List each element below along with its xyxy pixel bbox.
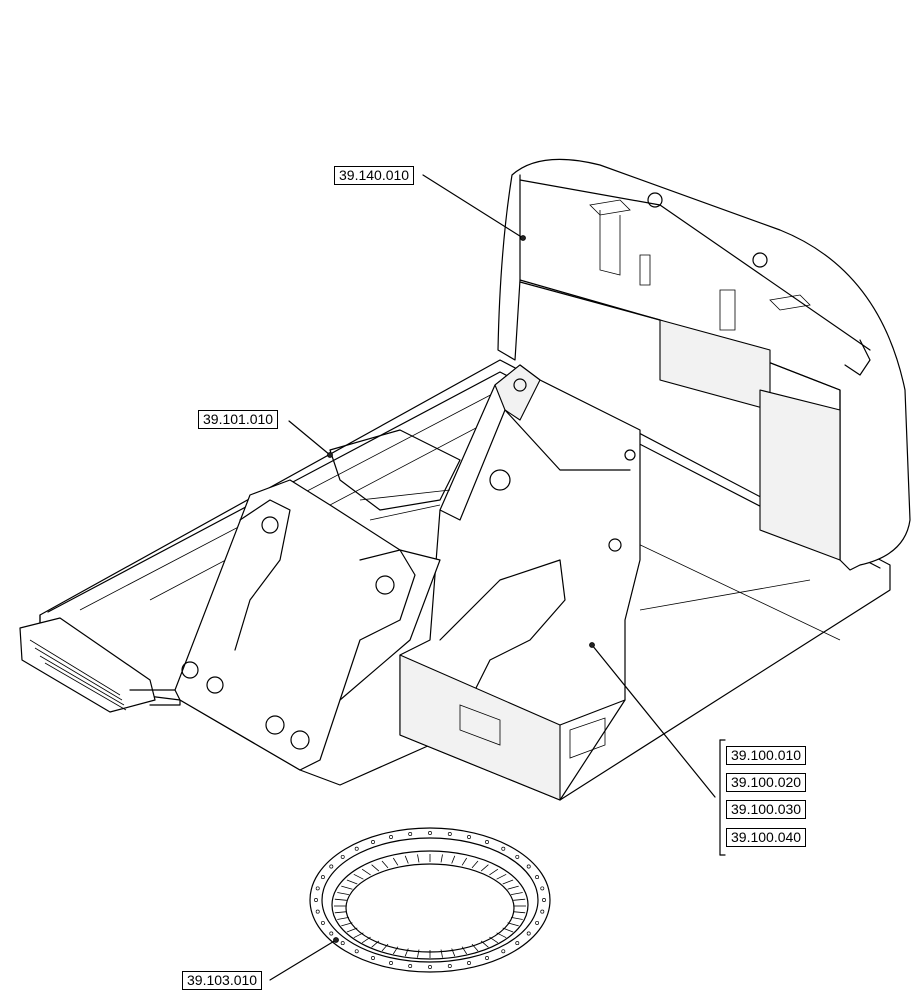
gear-tooth: [337, 917, 349, 920]
gear-tooth: [353, 873, 364, 880]
bolt-hole: [526, 864, 531, 869]
callout-front-frame[interactable]: 39.101.010: [198, 410, 279, 429]
bolt-hole: [501, 949, 506, 954]
bolt-hole: [540, 886, 545, 891]
gear-tooth: [404, 948, 409, 957]
bolt-hole: [447, 832, 452, 836]
gear-tooth: [496, 932, 507, 939]
bolt-hole: [540, 909, 545, 914]
gear-tooth: [346, 927, 358, 933]
bolt-hole: [389, 961, 393, 965]
bolt-hole: [315, 886, 320, 891]
gear-tooth: [440, 949, 443, 958]
gear-tooth: [341, 922, 353, 927]
slewing-ring: [309, 827, 551, 973]
gear-tooth: [496, 873, 507, 880]
gear-tooth: [381, 943, 389, 952]
bolt-hole: [467, 961, 471, 965]
callout-main-frame-1[interactable]: 39.100.010: [726, 746, 807, 765]
bolt-hole: [329, 931, 334, 936]
gear-tooth: [353, 932, 364, 939]
gear-tooth: [513, 911, 526, 914]
callout-main-frame-3[interactable]: 39.100.030: [726, 800, 807, 819]
callout-counterweight[interactable]: 39.140.010: [334, 166, 415, 185]
gear-tooth: [371, 864, 380, 872]
gear-tooth: [471, 860, 479, 869]
gear-tooth: [341, 885, 353, 890]
bolt-hole: [535, 875, 540, 880]
bolt-hole: [315, 909, 320, 914]
bolt-hole: [428, 965, 432, 969]
gear-tooth: [361, 936, 371, 944]
gear-tooth: [346, 879, 358, 885]
gear-tooth: [337, 892, 349, 895]
front-frame: [174, 429, 461, 771]
gear-tooth: [489, 936, 499, 944]
access-step: [19, 617, 181, 713]
bolt-hole: [314, 898, 318, 902]
bolt-hole: [340, 941, 345, 946]
bolt-hole: [354, 846, 359, 851]
gear-tooth: [513, 898, 526, 901]
gear-tooth: [461, 946, 468, 955]
gear-tooth: [502, 927, 514, 933]
gear-tooth: [511, 917, 523, 920]
gear-tooth: [507, 885, 519, 890]
counterweight: [497, 158, 911, 571]
bolt-hole: [485, 956, 489, 960]
callout-main-frame-4[interactable]: 39.100.040: [726, 828, 807, 847]
bolt-hole: [408, 832, 413, 836]
gear-tooth: [417, 854, 420, 863]
gear-tooth: [381, 860, 389, 869]
bolt-hole: [389, 835, 393, 839]
slewing-ring-bolt-holes: [314, 831, 546, 969]
bolt-hole: [515, 941, 520, 946]
bolt-hole: [515, 854, 520, 859]
bolt-hole: [354, 949, 359, 954]
gear-tooth: [334, 911, 347, 914]
gear-tooth: [371, 940, 380, 948]
gear-tooth: [451, 948, 456, 957]
bolt-hole: [542, 898, 546, 902]
gear-tooth: [502, 879, 514, 885]
bolt-hole: [526, 931, 531, 936]
gear-tooth: [489, 868, 499, 876]
gear-tooth: [451, 855, 456, 864]
callout-main-frame-2[interactable]: 39.100.020: [726, 773, 807, 792]
bolt-hole: [340, 854, 345, 859]
gear-tooth: [361, 868, 371, 876]
gear-tooth: [334, 898, 347, 901]
bolt-hole: [447, 964, 452, 968]
gear-tooth: [511, 892, 523, 895]
bolt-hole: [329, 864, 334, 869]
bolt-hole: [320, 920, 325, 925]
gear-tooth: [404, 855, 409, 864]
slewing-ring-teeth: [334, 854, 526, 958]
bolt-hole: [467, 835, 471, 839]
callout-slewing-ring[interactable]: 39.103.010: [182, 971, 263, 990]
boom-mount-tower: [399, 364, 641, 801]
gear-tooth: [480, 940, 489, 948]
gear-tooth: [471, 943, 479, 952]
gear-tooth: [440, 854, 443, 863]
bolt-hole: [320, 875, 325, 880]
gear-tooth: [507, 922, 519, 927]
bolt-hole: [428, 831, 432, 835]
bolt-hole: [408, 964, 413, 968]
gear-tooth: [480, 864, 489, 872]
bolt-hole: [501, 846, 506, 851]
gear-tooth: [392, 946, 399, 955]
bolt-hole: [535, 920, 540, 925]
bolt-hole: [371, 956, 375, 960]
gear-tooth: [461, 857, 468, 866]
leader-lines: [269, 174, 726, 981]
bolt-hole: [485, 840, 489, 844]
gear-tooth: [392, 857, 399, 866]
gear-tooth: [417, 949, 420, 958]
bolt-hole: [371, 840, 375, 844]
